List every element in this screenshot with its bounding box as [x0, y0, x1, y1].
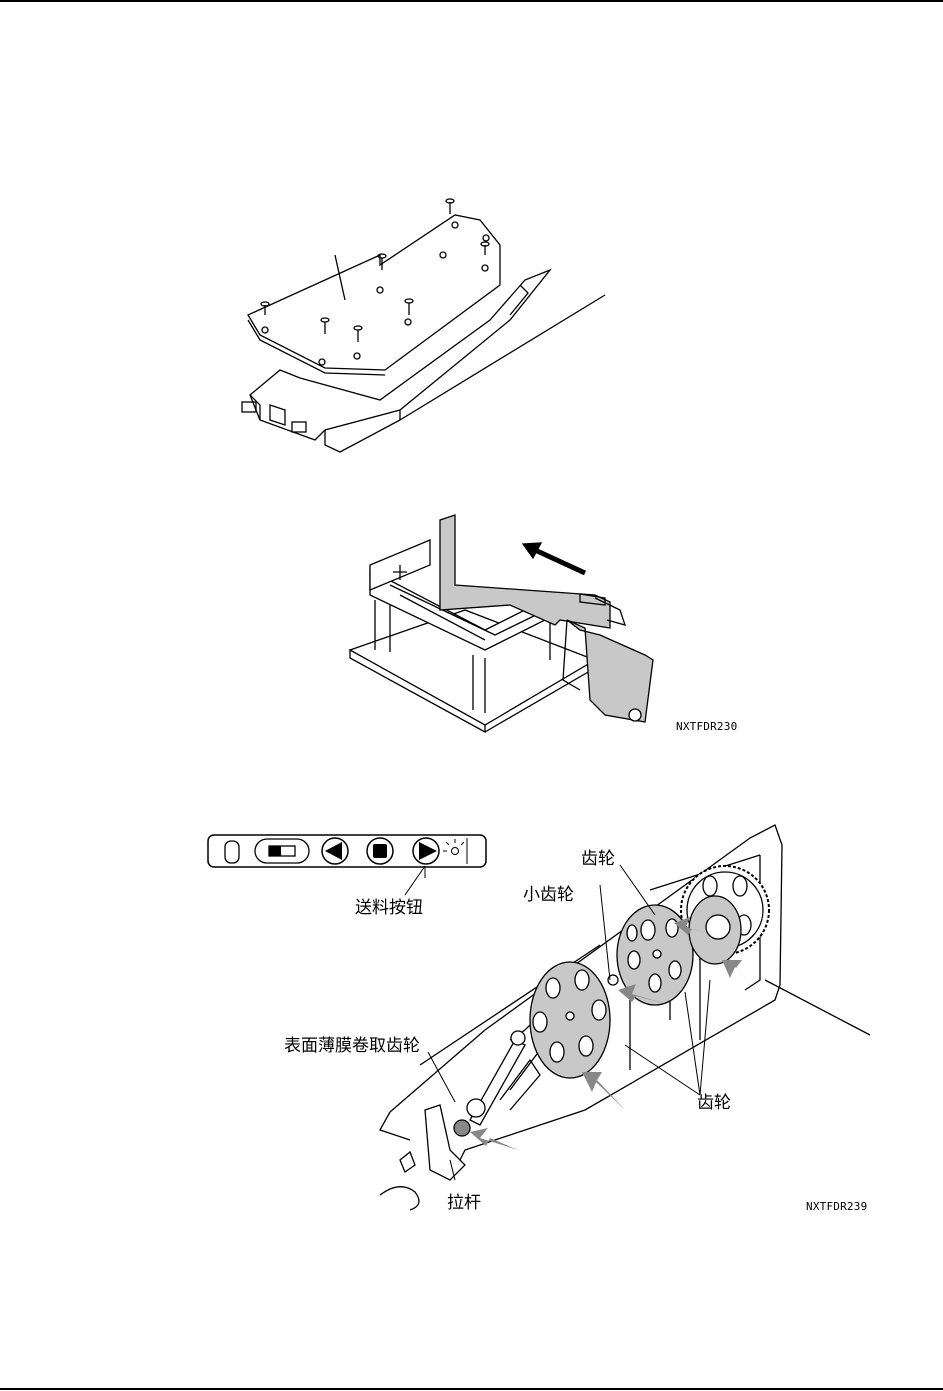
- cover-tape-gear-label: 表面薄膜卷取齿轮: [284, 1036, 420, 1056]
- gear-train-illustration: [370, 820, 875, 1210]
- lever-label: 拉杆: [447, 1193, 481, 1213]
- small-gear-label: 小齿轮: [523, 885, 574, 905]
- gear-top-label: 齿轮: [581, 849, 615, 869]
- figure-code-2: NXTFDR239: [806, 1200, 867, 1213]
- gear-bottom-label: 齿轮: [697, 1093, 731, 1113]
